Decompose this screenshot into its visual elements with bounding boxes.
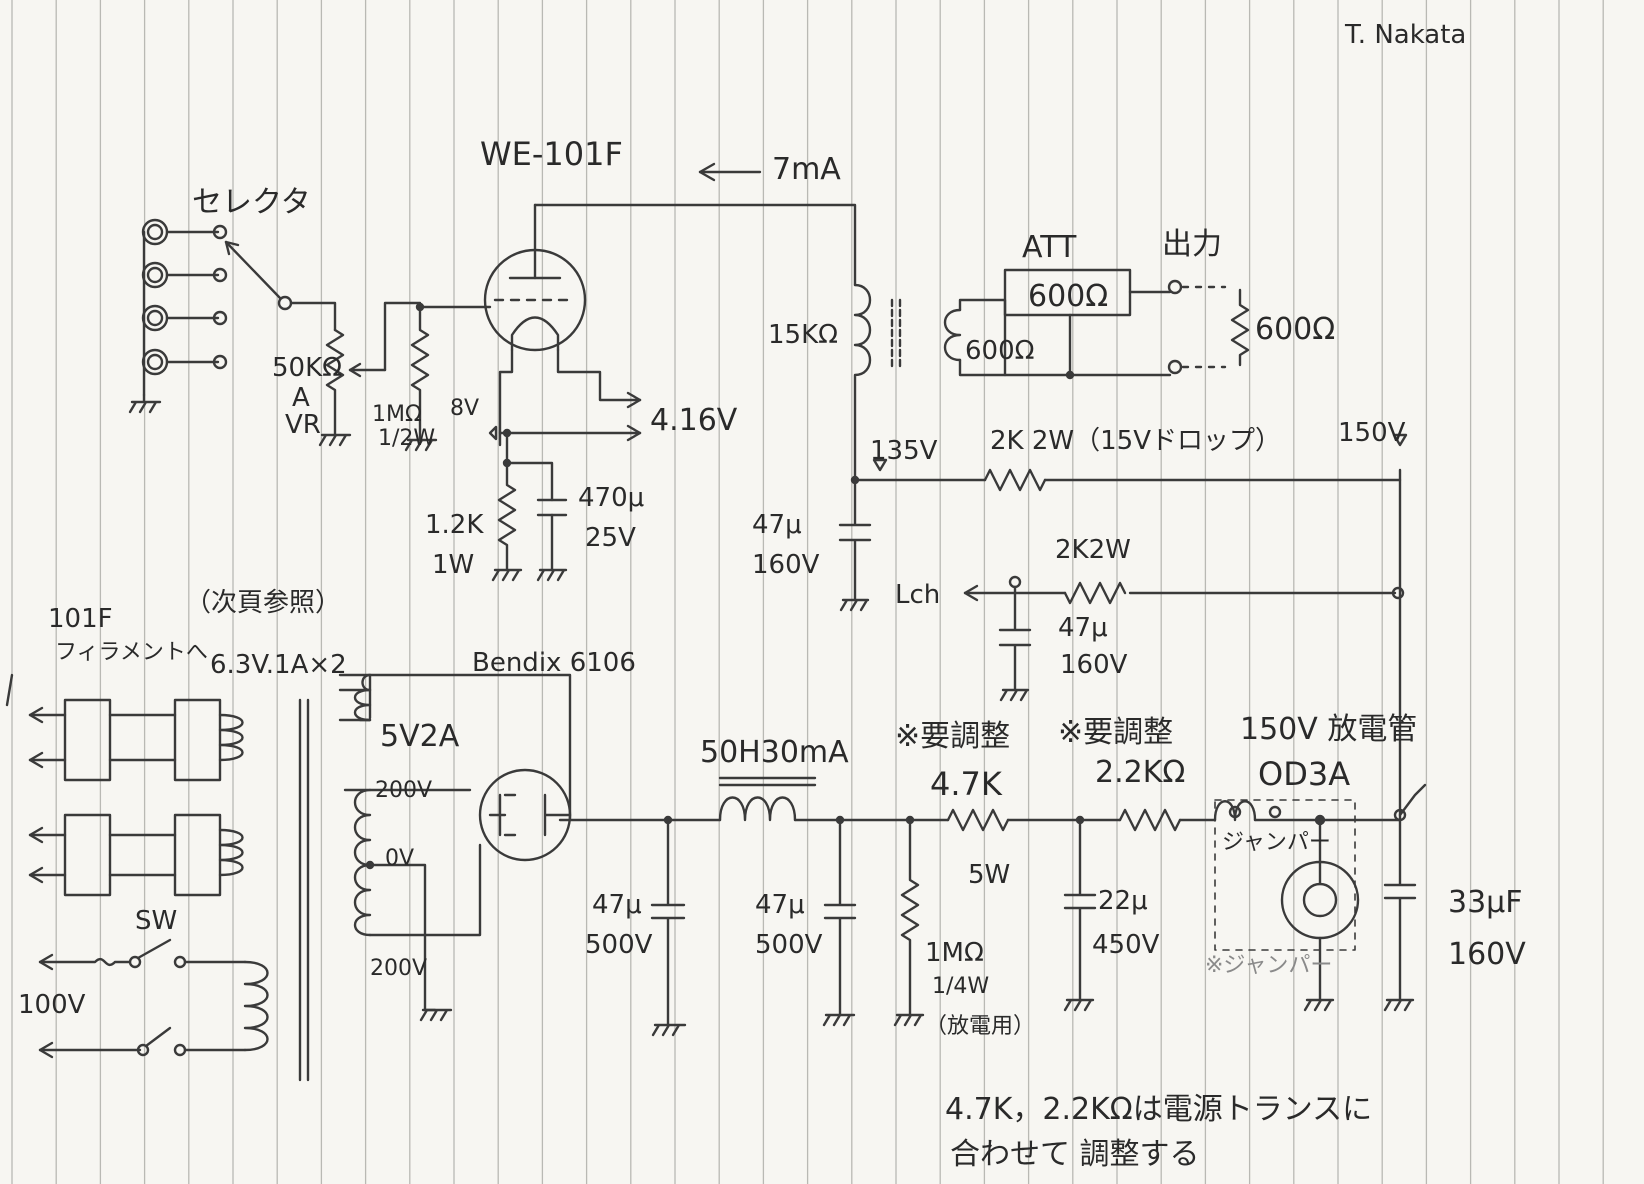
lch-cap-voltage: 160V xyxy=(1060,650,1128,680)
grid-resistor-watt: 1/2W xyxy=(378,426,436,451)
lch-label: Lch xyxy=(895,580,941,610)
decoupling-cap-value: 47μ xyxy=(752,510,802,540)
mains-label: 100V xyxy=(18,990,86,1020)
filament-8v-label: 8V xyxy=(450,396,480,421)
selector-label: セレクタ xyxy=(192,185,311,220)
bleeder-value: 1MΩ xyxy=(925,938,984,968)
plate-current-label: 7mA xyxy=(772,152,841,187)
regulator-label: 150V 放電管 xyxy=(1240,712,1418,747)
selector-switch-symbol xyxy=(212,224,337,370)
input-jacks xyxy=(141,218,220,397)
footnote-line1: 4.7K，2.2KΩは電源トランスに xyxy=(945,1092,1373,1127)
filter-cap-2-value: 47μ xyxy=(755,890,805,920)
ot-primary-label: 15KΩ xyxy=(768,320,839,350)
output-cap-value: 33μF xyxy=(1448,885,1523,920)
author-signature: T. Nakata xyxy=(1345,20,1467,50)
filament-note-line1: 101F xyxy=(48,604,113,634)
footnote-line2: 合わせて 調整する xyxy=(950,1137,1200,1172)
main-grounds xyxy=(488,425,1408,472)
decoupling-cap-voltage: 160V xyxy=(752,550,820,580)
att-value: 600Ω xyxy=(1028,279,1109,314)
b-plus-line xyxy=(850,468,1402,817)
vr-name: VR xyxy=(285,410,321,440)
filament-transformer-label: 6.3V.1A×2 xyxy=(210,650,347,680)
adjust-1-watt: 5W xyxy=(968,860,1011,890)
lch-cap-value: 47μ xyxy=(1058,613,1108,643)
cathode-cap-value: 470μ xyxy=(578,483,645,513)
tap-0v: 0V xyxy=(385,846,415,871)
dropping-resistor-label: 2K 2W（15Vドロップ） xyxy=(990,426,1281,456)
cathode-resistor-value: 1.2K xyxy=(425,510,484,540)
choke-label: 50H30mA xyxy=(700,735,849,770)
filament-section xyxy=(5,673,310,1082)
adjust-2-mark: ※要調整 xyxy=(1058,715,1174,750)
grid-resistor xyxy=(404,302,492,452)
power-transformer xyxy=(338,673,572,1022)
reg-cap-voltage: 450V xyxy=(1092,930,1160,960)
cathode-resistor-watt: 1W xyxy=(432,550,475,580)
tube-we101f-symbol xyxy=(483,203,642,447)
regulator-jumper-note: ※ジャンパー xyxy=(1205,953,1333,978)
od3a-regulator xyxy=(1214,799,1360,1012)
mains-switch xyxy=(38,938,269,1059)
filter-chain xyxy=(663,776,1427,832)
b-plus-135-label: 135V xyxy=(870,436,938,466)
switch-label: SW xyxy=(135,906,178,936)
rectifier-heater-label: 5V2A xyxy=(380,719,460,754)
b-plus-150-label: 150V xyxy=(1338,418,1406,448)
regulator-tube: OD3A xyxy=(1258,755,1351,793)
tap-200v-top: 200V xyxy=(375,778,433,803)
filament-note-ref: （次頁参照） xyxy=(185,588,342,618)
ground-selector xyxy=(128,393,162,414)
bleeder-note: （放電用） xyxy=(925,1014,1036,1039)
cathode-network xyxy=(491,428,568,582)
filter-cap-1-value: 47μ xyxy=(592,890,642,920)
cathode-cap-voltage: 25V xyxy=(585,523,636,553)
tube-label: WE-101F xyxy=(480,135,623,173)
filament-supply-label: 4.16V xyxy=(650,403,738,438)
bleeder-watt: 1/4W xyxy=(932,974,990,999)
adjust-1-value: 4.7K xyxy=(930,765,1002,803)
filter-cap-2-voltage: 500V xyxy=(755,930,823,960)
plate-lead xyxy=(533,162,857,287)
adjust-2-value: 2.2KΩ xyxy=(1095,755,1186,790)
output-label: 出力 xyxy=(1162,227,1222,262)
filter-caps xyxy=(650,813,1417,1037)
attenuator-block xyxy=(1003,268,1250,380)
regulator-jumper: ジャンパー xyxy=(1222,830,1331,855)
vr-value: 50KΩ xyxy=(272,353,343,383)
grid-resistor-value: 1MΩ xyxy=(372,402,422,427)
lch-resistor-label: 2K2W xyxy=(1055,535,1131,565)
att-label: ATT xyxy=(1022,230,1077,265)
power-transformer-label: Bendix 6106 xyxy=(472,648,636,678)
output-cap-voltage: 160V xyxy=(1448,937,1526,972)
volume-resistor xyxy=(318,301,422,447)
filter-cap-1-voltage: 500V xyxy=(585,930,653,960)
tap-200v-bottom: 200V xyxy=(370,956,428,981)
reg-cap-value: 22μ xyxy=(1098,886,1148,916)
ot-secondary-label: 600Ω xyxy=(965,336,1035,366)
decoupling-cap xyxy=(838,478,872,612)
lch-branch xyxy=(963,575,1405,702)
adjust-1-mark: ※要調整 xyxy=(895,719,1011,754)
rectifier-5v2a xyxy=(478,768,670,862)
filament-note-line2: フィラメントへ xyxy=(55,640,208,665)
vr-taper: A xyxy=(292,383,310,413)
output-load-label: 600Ω xyxy=(1255,312,1336,347)
